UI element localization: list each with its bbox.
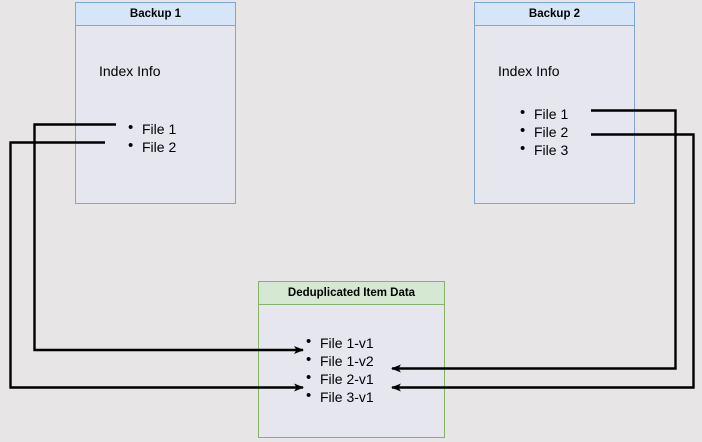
- backup-2-file-list: File 1 File 2 File 3: [520, 104, 568, 159]
- node-deduplicated-item-data[interactable]: Deduplicated Item Data File 1-v1 File 1-…: [258, 281, 445, 438]
- dedup-file-list: File 1-v1 File 1-v2 File 2-v1 File 3-v1: [306, 333, 374, 406]
- list-item[interactable]: File 1-v2: [306, 351, 374, 370]
- list-item[interactable]: File 2: [520, 122, 568, 141]
- backup-1-file-list: File 1 File 2: [128, 119, 176, 156]
- backup-2-index-info-label: Index Info: [498, 63, 560, 79]
- node-backup-2-title: Backup 2: [475, 3, 634, 26]
- list-item[interactable]: File 1: [520, 104, 568, 123]
- list-item[interactable]: File 3: [520, 140, 568, 159]
- list-item[interactable]: File 2: [128, 137, 176, 156]
- node-backup-1[interactable]: Backup 1 Index Info File 1 File 2: [75, 2, 236, 204]
- list-item[interactable]: File 2-v1: [306, 369, 374, 388]
- node-backup-2-body: Index Info File 1 File 2 File 3: [475, 26, 634, 203]
- list-item[interactable]: File 1: [128, 119, 176, 138]
- list-item[interactable]: File 3-v1: [306, 387, 374, 406]
- backup-1-index-info-label: Index Info: [99, 63, 161, 79]
- node-backup-1-body: Index Info File 1 File 2: [76, 26, 235, 203]
- node-dedup-title: Deduplicated Item Data: [259, 282, 444, 305]
- list-item[interactable]: File 1-v1: [306, 333, 374, 352]
- node-backup-1-title: Backup 1: [76, 3, 235, 26]
- node-backup-2[interactable]: Backup 2 Index Info File 1 File 2 File 3: [474, 2, 635, 204]
- node-dedup-body: File 1-v1 File 1-v2 File 2-v1 File 3-v1: [259, 305, 444, 437]
